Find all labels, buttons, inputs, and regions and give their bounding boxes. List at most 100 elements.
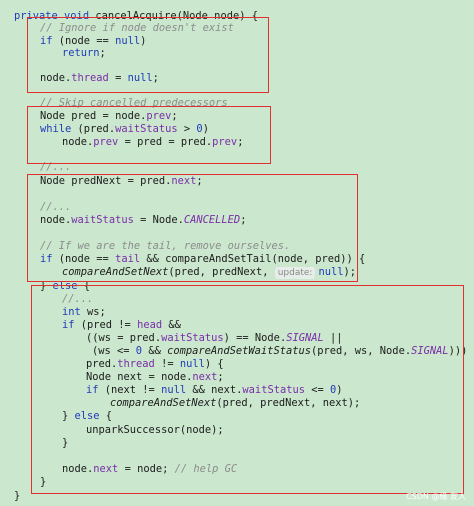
code-line: } else { [40,280,90,293]
code-token: ) == Node. [223,332,287,344]
code-token: ; [217,371,224,383]
code-token: (pred, predNext, [168,266,275,278]
code-token: Node pred = node. [40,110,147,122]
code-token: ) [202,123,209,135]
code-line: int ws; [62,306,106,319]
code-token: thread [71,72,109,84]
code-token: (node == [52,35,116,47]
highlight-box-skip-cancelled [27,106,271,164]
code-line: } [40,476,46,489]
code-line: //... [40,161,71,174]
code-token: compareAndSetWaitStatus [167,345,311,357]
code-line: return; [62,47,106,60]
code-line: } [62,437,68,450]
code-token: (pred, ws, Node. [310,345,412,357]
code-line: (ws <= 0 && compareAndSetWaitStatus(pred… [92,345,474,358]
code-token: = node; [118,463,175,475]
highlight-box-null-check [27,17,269,93]
code-token: ) [140,35,147,47]
code-token: > [177,123,197,135]
code-token: waitStatus [71,214,134,226]
code-token: node. [62,463,94,475]
code-line: compareAndSetNext(pred, predNext, next); [110,397,360,410]
code-token: null [115,35,141,47]
code-token: = pred = pred. [118,136,213,148]
code-token: 0 [135,345,143,357]
code-token: (pred. [71,123,116,135]
code-token: else [52,280,78,292]
code-token: // help GC [174,463,238,475]
code-token: unparkSuccessor(node); [86,424,224,436]
code-token: && compareAndSetTail(node, pred)) { [140,253,366,265]
code-line: while (pred.waitStatus > 0) [40,123,209,136]
code-token: //... [40,201,72,213]
code-token: cancelAcquire(Node node) { [95,10,258,22]
code-line: Node predNext = pred.next; [40,175,203,188]
code-line: //... [62,293,93,306]
code-token: node. [62,136,94,148]
code-line: ((ws = pred.waitStatus) == Node.SIGNAL |… [86,332,343,345]
code-line: if (pred != head && [62,319,181,332]
code-token: } [62,437,69,449]
code-token: ) [336,384,343,396]
code-line: Node pred = node.prev; [40,110,178,123]
code-token: ; [196,175,203,187]
code-token: = [108,72,128,84]
code-token: next [171,175,197,187]
code-token: (node == [52,253,116,265]
highlight-box-else-branch [31,285,464,494]
code-line: // If we are the tail, remove ourselves. [40,240,290,253]
code-token: = Node. [133,214,184,226]
code-token: ) { [204,358,224,370]
code-token: CANCELLED [183,214,241,226]
code-token: != [154,358,180,370]
code-token: ; [237,136,244,148]
code-token: if [40,253,53,265]
code-token: { [77,280,91,292]
code-line: node.prev = pred = pred.prev; [62,136,243,149]
code-token: while [40,123,72,135]
code-token: 0 [196,123,203,135]
code-token: waitStatus [115,123,178,135]
code-token: return [62,47,100,59]
code-token: private void [14,10,96,22]
code-token: waitStatus [161,332,224,344]
code-token: compareAndSetNext [62,266,169,278]
code-token: (pred, predNext, next); [216,397,361,409]
code-token: SIGNAL [411,345,449,357]
code-token: <= [304,384,331,396]
code-token: (pred != [74,319,138,331]
code-token: // Ignore if node doesn't exist [40,22,234,34]
code-token: thread [117,358,155,370]
code-token: prev [93,136,119,148]
code-line: unparkSuccessor(node); [86,424,224,437]
code-token: (ws <= [92,345,136,357]
code-line: } [14,490,20,503]
code-line: node.waitStatus = Node.CANCELLED; [40,214,246,227]
code-line: if (node == tail && compareAndSetTail(no… [40,253,365,266]
code-token: pred. [86,358,118,370]
code-token: || [323,332,343,344]
code-token: { [99,410,113,422]
highlight-box-tail-removal [27,174,358,282]
code-token: && [142,345,168,357]
code-line: node.thread = null; [40,72,159,85]
code-token: ); [343,266,357,278]
watermark: CSDN @缘 友人 [406,492,466,501]
code-token: if [86,384,99,396]
code-token: 0 [330,384,337,396]
code-token: && next. [186,384,243,396]
code-token: SIGNAL [286,332,324,344]
code-token: compareAndSetNext [110,397,217,409]
code-token: && [162,319,181,331]
code-token: ; [171,110,178,122]
code-token: next [192,371,218,383]
code-line: Node next = node.next; [86,371,224,384]
code-line: // Ignore if node doesn't exist [40,22,234,35]
parameter-hint: update: [274,267,316,279]
code-token: waitStatus [242,384,305,396]
code-token: ((ws = pred. [86,332,162,344]
code-token: ws; [80,306,106,318]
code-token: } [14,490,21,502]
code-token: ; [240,214,247,226]
